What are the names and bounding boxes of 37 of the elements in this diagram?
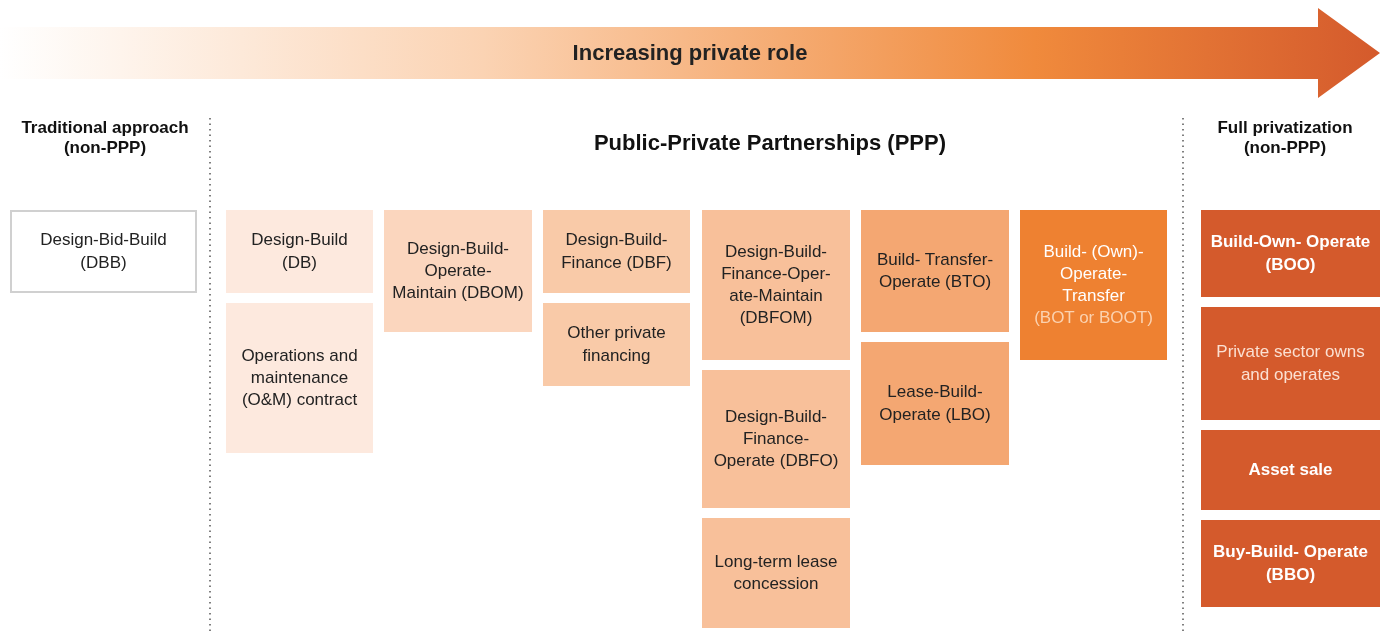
category-box (861, 210, 1009, 332)
box-text: Design-Bid-Build (DBB) (39, 229, 168, 274)
box-subtext: (BOT or BOOT) (1034, 307, 1153, 330)
box-text: Design-Build- Operate- Maintain (DBOM) (392, 237, 524, 305)
category-box (10, 210, 197, 293)
category-box (1201, 520, 1380, 607)
category-box (702, 518, 850, 628)
box-text: Other private financing (566, 322, 667, 367)
column-heading: Full privatization (non-PPP) (1216, 118, 1354, 158)
box-text: Build- Transfer- Operate (BTO) (875, 248, 995, 293)
category-box (1201, 210, 1380, 297)
box-text: Design-Build- Finance- Operate (DBFO) (712, 405, 840, 473)
category-box (226, 210, 373, 293)
category-box (1020, 210, 1167, 360)
box-text: Build- (Own)- Operate- Transfer (1042, 240, 1145, 307)
box-text: Long-term lease concession (713, 550, 839, 595)
box-text: Build-Own- Operate (BOO) (1209, 231, 1372, 276)
category-box (1201, 307, 1380, 420)
arrow-label: Increasing private role (572, 38, 808, 67)
category-box (226, 303, 373, 453)
box-text: Lease-Build- Operate (LBO) (878, 381, 992, 426)
category-box (543, 303, 690, 386)
box-text: Private sector owns and operates (1215, 341, 1366, 386)
category-box (543, 210, 690, 293)
category-box (702, 210, 850, 360)
category-box (1201, 430, 1380, 510)
box-text: Operations and maintenance (O&M) contract (240, 344, 359, 412)
box-text: Design-Build- Finance (DBF) (560, 229, 673, 274)
box-text: Design-Build (DB) (250, 229, 349, 274)
category-box (384, 210, 532, 332)
box-text: Design-Build- Finance-Oper- ate-Maintain (DBFOM) (720, 240, 832, 330)
box-text: Asset sale (1248, 458, 1333, 481)
column-heading: Public-Private Partnerships (PPP) (592, 130, 948, 156)
category-box (702, 370, 850, 508)
box-text: Buy-Build- Operate (BBO) (1212, 541, 1369, 586)
column-heading: Traditional approach (non-PPP) (20, 118, 190, 158)
category-box (861, 342, 1009, 465)
